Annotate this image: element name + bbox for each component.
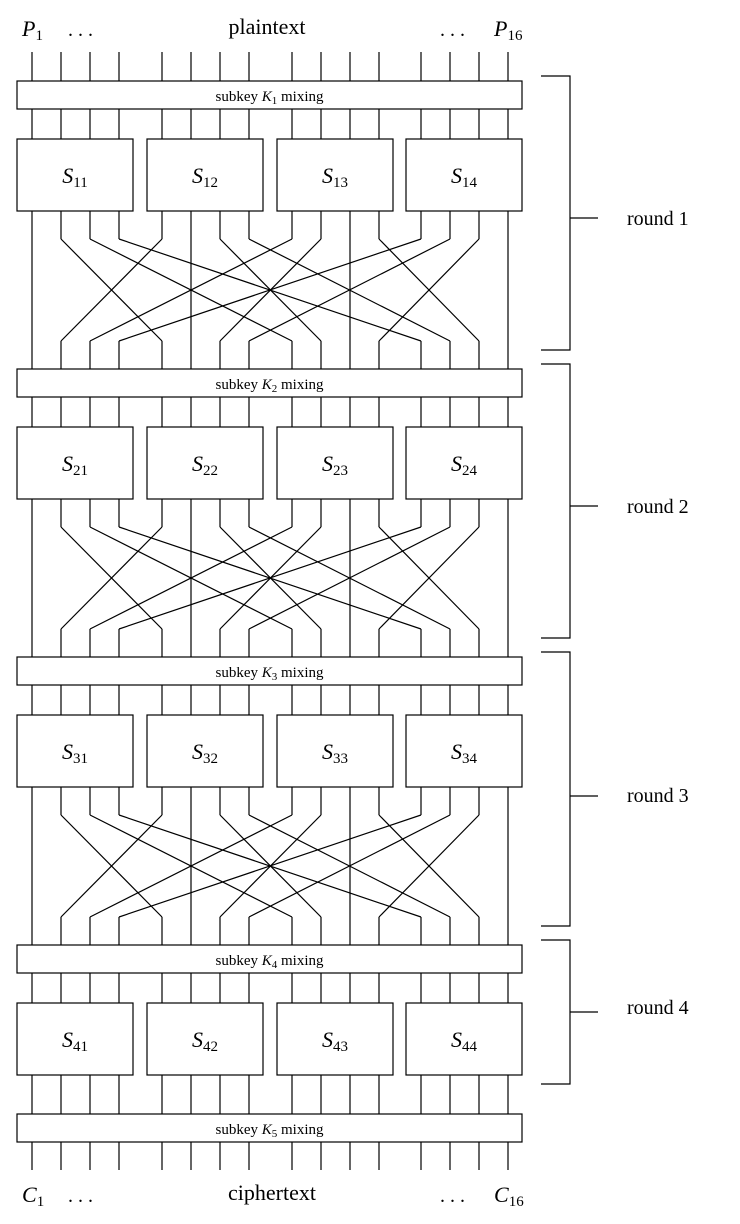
- subkey-mixing-3: subkey K3 mixing: [16, 656, 523, 686]
- sbox-34: S34: [405, 714, 523, 788]
- wire-segment: [118, 526, 422, 630]
- sbox-31: S31: [16, 714, 134, 788]
- sbox-22: S22: [146, 426, 264, 500]
- sbox-12: S12: [146, 138, 264, 212]
- wires: [31, 52, 509, 1170]
- sbox-42: S42: [146, 1002, 264, 1076]
- round-1-brace: [541, 75, 598, 351]
- plaintext-label: plaintext: [229, 14, 306, 39]
- svg-text:subkey K4 mixing: subkey K4 mixing: [215, 953, 324, 971]
- subkey-mixing-1: subkey K1 mixing: [16, 80, 523, 110]
- sbox-13: S13: [276, 138, 394, 212]
- svg-text:S24: S24: [451, 451, 478, 479]
- sbox-41: S41: [16, 1002, 134, 1076]
- sbox-14: S14: [405, 138, 523, 212]
- svg-text:subkey K5 mixing: subkey K5 mixing: [215, 1122, 324, 1140]
- svg-text:S13: S13: [322, 163, 348, 191]
- svg-text:subkey K1 mixing: subkey K1 mixing: [215, 89, 324, 107]
- svg-text:S11: S11: [62, 163, 87, 191]
- svg-text:S23: S23: [322, 451, 348, 479]
- round-2-brace: [541, 363, 598, 639]
- svg-text:S31: S31: [62, 739, 88, 767]
- svg-text:S43: S43: [322, 1027, 348, 1055]
- svg-text:S34: S34: [451, 739, 478, 767]
- subkey-mixing-2: subkey K2 mixing: [16, 368, 523, 398]
- sbox-33: S33: [276, 714, 394, 788]
- svg-text:S42: S42: [192, 1027, 218, 1055]
- ciphertext-last-bit: C16: [494, 1182, 524, 1210]
- wire-segment: [89, 238, 293, 342]
- wire-segment: [60, 526, 163, 630]
- wire-segment: [378, 526, 480, 630]
- plaintext-last-bit: P16: [493, 16, 523, 44]
- svg-text:S33: S33: [322, 739, 348, 767]
- sbox-44: S44: [405, 1002, 523, 1076]
- ciphertext-dots-left: . . .: [68, 1185, 93, 1207]
- round-4-brace: [541, 939, 598, 1085]
- sbox-32: S32: [146, 714, 264, 788]
- svg-text:S32: S32: [192, 739, 218, 767]
- round-3-label: round 3: [627, 785, 689, 807]
- wire-segment: [248, 526, 451, 630]
- plaintext-dots-left: . . .: [68, 19, 93, 41]
- sbox-23: S23: [276, 426, 394, 500]
- wire-segment: [60, 238, 163, 342]
- wire-segment: [60, 814, 163, 918]
- round-3-brace: [541, 651, 598, 927]
- svg-text:subkey K2 mixing: subkey K2 mixing: [215, 377, 324, 395]
- plaintext-dots-right: . . .: [440, 19, 465, 41]
- svg-text:S44: S44: [451, 1027, 478, 1055]
- sbox-11: S11: [16, 138, 134, 212]
- wire-segment: [248, 238, 451, 342]
- subkey-mixing-4: subkey K4 mixing: [16, 944, 523, 974]
- ciphertext-first-bit: C1: [22, 1182, 44, 1210]
- svg-text:S21: S21: [62, 451, 88, 479]
- sbox-24: S24: [405, 426, 523, 500]
- ciphertext-dots-right: . . .: [440, 1185, 465, 1207]
- wire-segment: [248, 814, 451, 918]
- wire-segment: [378, 814, 480, 918]
- wire-segment: [378, 238, 480, 342]
- wire-segment: [118, 238, 422, 342]
- svg-text:subkey K3 mixing: subkey K3 mixing: [215, 665, 324, 683]
- plaintext-first-bit: P1: [21, 16, 43, 44]
- round-2-label: round 2: [627, 496, 689, 518]
- ciphertext-label: ciphertext: [228, 1180, 316, 1205]
- subkey-mixing-5: subkey K5 mixing: [16, 1113, 523, 1143]
- round-1-label: round 1: [627, 208, 689, 230]
- sbox-43: S43: [276, 1002, 394, 1076]
- wire-segment: [118, 814, 422, 918]
- sbox-21: S21: [16, 426, 134, 500]
- wire-segment: [89, 814, 293, 918]
- wire-segment: [89, 526, 293, 630]
- svg-text:S22: S22: [192, 451, 218, 479]
- svg-text:S12: S12: [192, 163, 218, 191]
- svg-text:S41: S41: [62, 1027, 88, 1055]
- svg-text:S14: S14: [451, 163, 478, 191]
- round-4-label: round 4: [627, 997, 689, 1019]
